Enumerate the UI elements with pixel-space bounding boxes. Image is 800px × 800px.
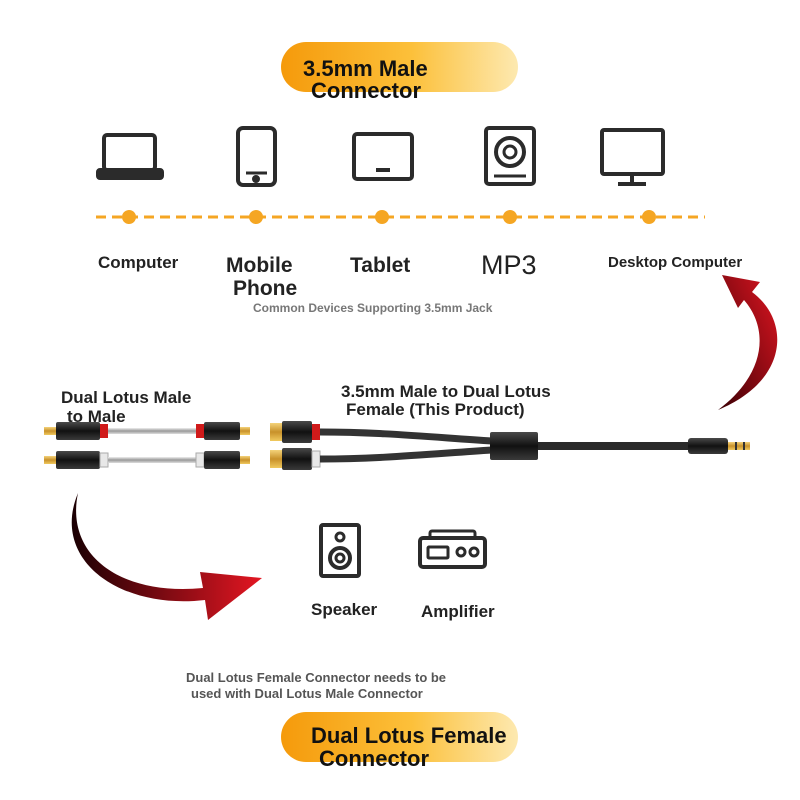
timeline-dots: [122, 210, 656, 224]
device-label-tablet: Tablet: [350, 254, 411, 277]
output-label-amplifier: Amplifier: [421, 602, 495, 621]
arrow-down-right: [71, 493, 262, 620]
usage-note-line2: used with Dual Lotus Male Connector: [191, 686, 423, 701]
left-cable-title-line2: to Male: [67, 407, 126, 426]
device-label-mobile-line2: Phone: [233, 277, 298, 300]
product-cable: [270, 421, 750, 470]
bottom-banner-line1: Dual Lotus Female: [311, 723, 507, 748]
top-banner-line2: Connector: [311, 78, 421, 103]
usage-note-line1: Dual Lotus Female Connector needs to be: [186, 670, 447, 685]
device-label-computer: Computer: [98, 253, 179, 272]
laptop-icon: [96, 133, 164, 180]
devices-caption: Common Devices Supporting 3.5mm Jack: [253, 301, 493, 315]
bottom-banner-line2: Connector: [319, 746, 429, 771]
device-label-mobile-line1: Mobile: [226, 254, 293, 277]
left-cable-title-line1: Dual Lotus Male: [61, 388, 192, 407]
rca-male-cable: [44, 422, 250, 469]
speaker-icon: [319, 523, 361, 578]
output-label-speaker: Speaker: [311, 600, 378, 619]
right-cable-title-line2: Female (This Product): [346, 400, 525, 419]
device-label-desktop: Desktop Computer: [608, 254, 743, 271]
amplifier-icon: [418, 529, 487, 569]
mp3-player-icon: [484, 126, 536, 186]
arrow-up-right: [718, 275, 778, 410]
bottom-banner: [281, 712, 518, 762]
top-banner: [281, 42, 518, 92]
tablet-icon: [352, 132, 414, 181]
right-cable-title-line1: 3.5mm Male to Dual Lotus: [341, 382, 551, 401]
device-label-mp3: MP3: [481, 250, 537, 280]
top-banner-line1: 3.5mm Male: [303, 56, 428, 81]
mobile-phone-icon: [236, 126, 277, 187]
desktop-monitor-icon: [600, 128, 665, 186]
